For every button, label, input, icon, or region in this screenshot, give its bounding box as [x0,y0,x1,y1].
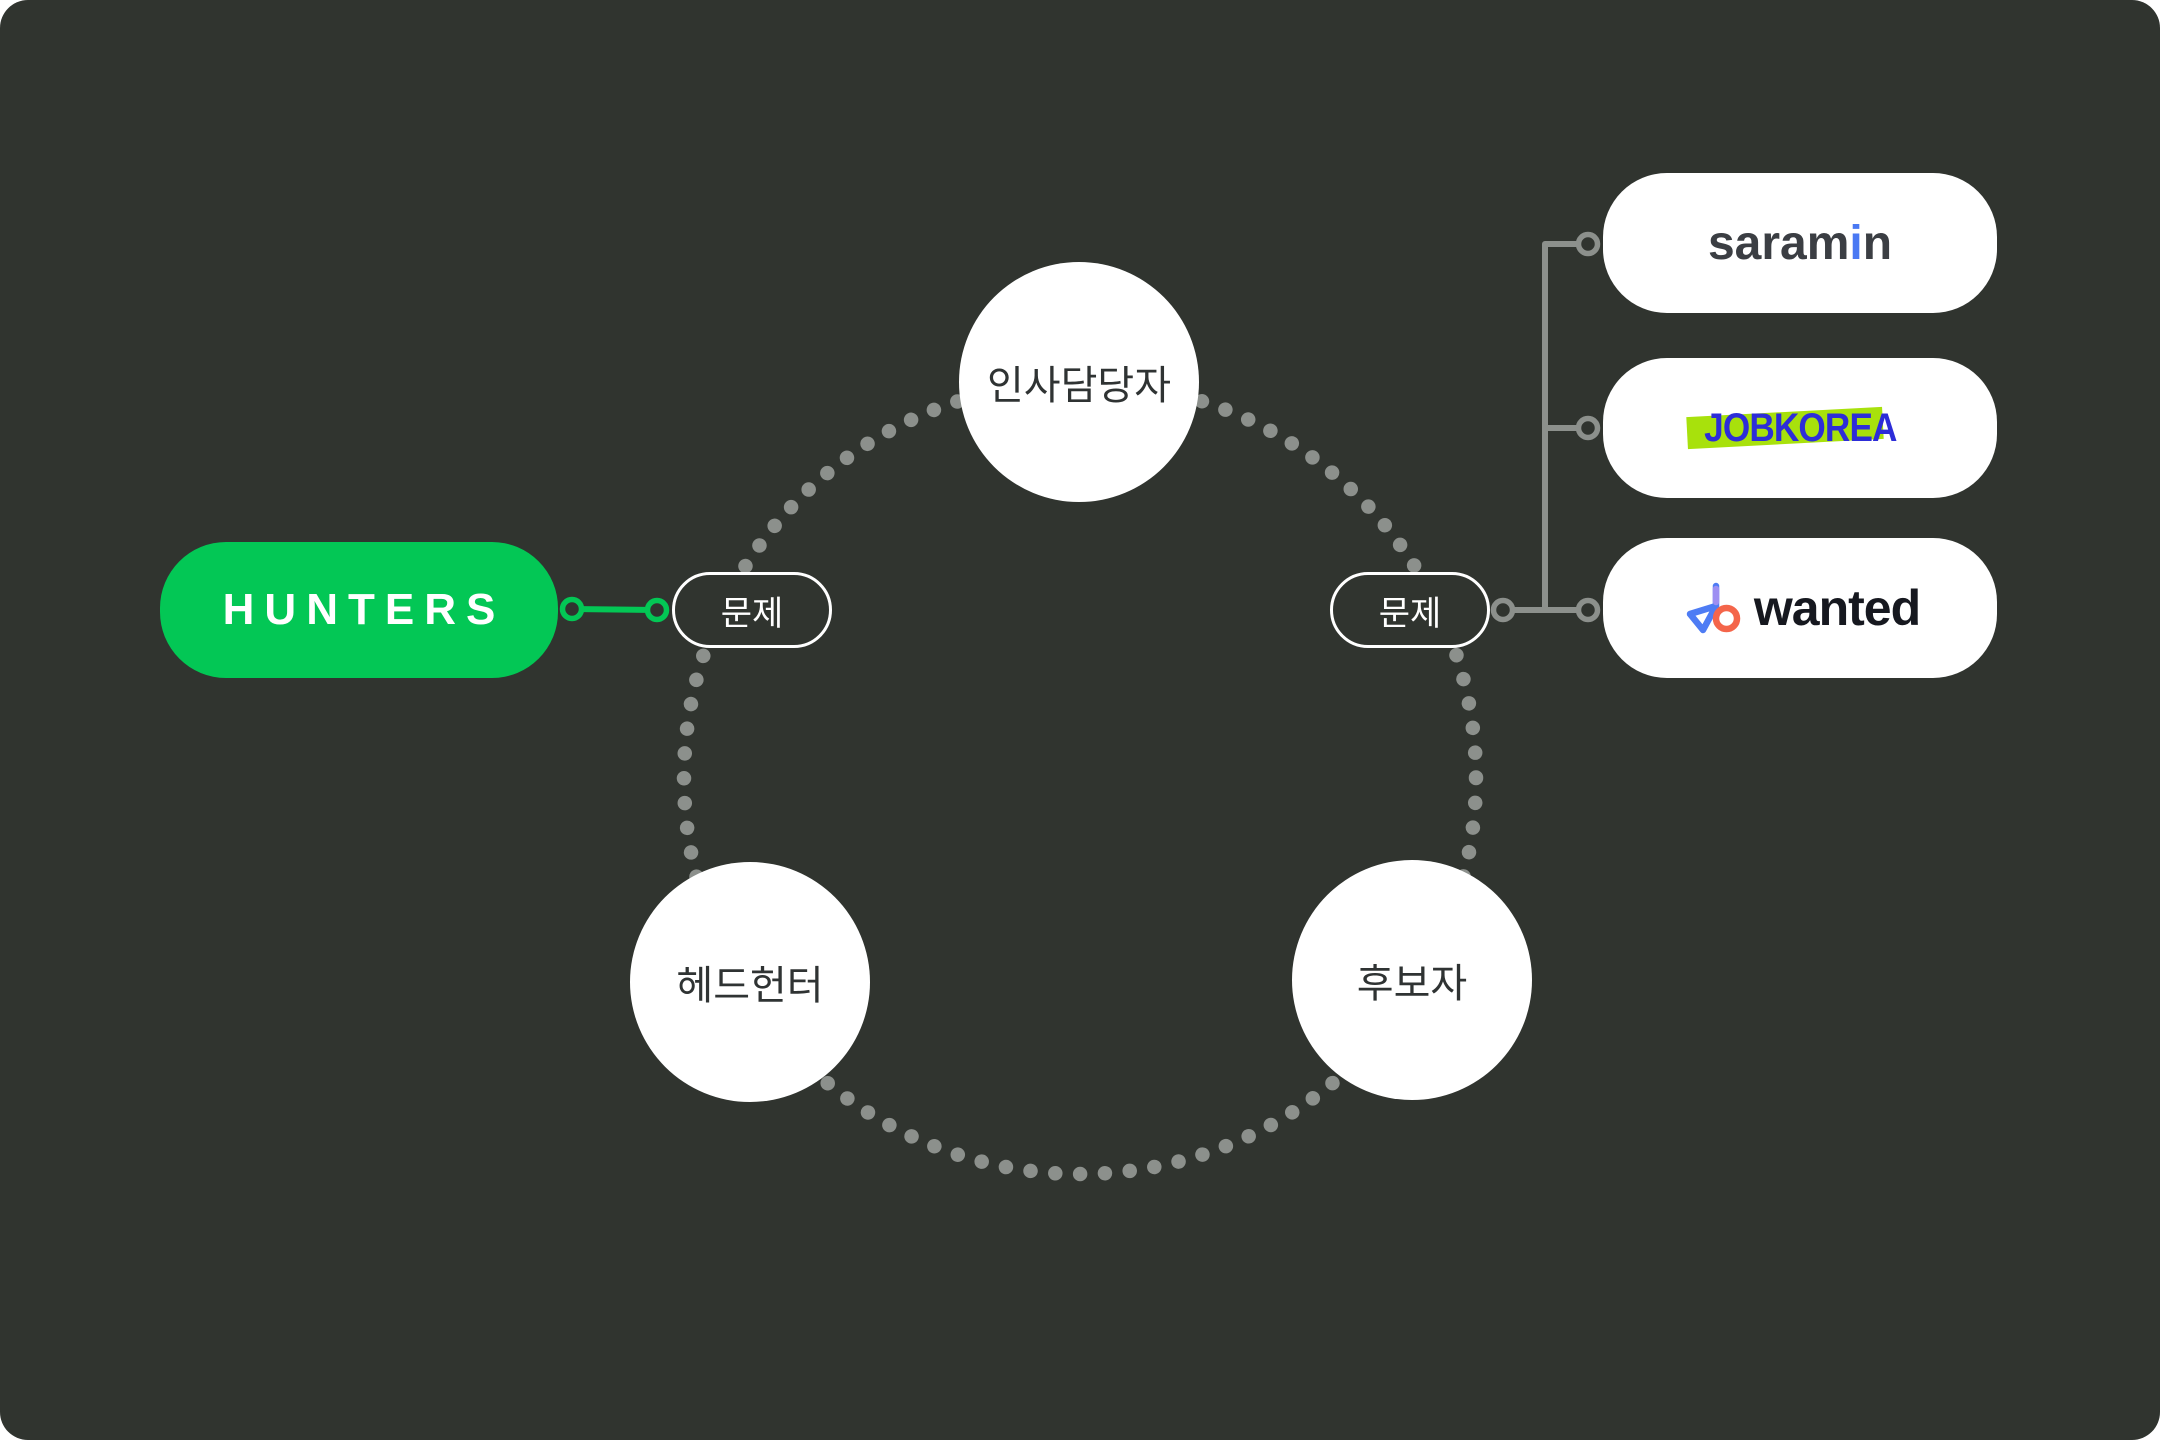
wanted-logo: wanted [1680,576,1921,640]
node-hr-manager: 인사담당자 [959,262,1199,502]
card-wanted: wanted [1603,538,1997,678]
saramin-logo: saramin [1708,216,1892,271]
green-ring-right [644,597,670,623]
node-candidate: 후보자 [1292,860,1532,1100]
green-ring-left [559,596,585,622]
saramin-logo-prefix: saram [1707,216,1850,270]
jobkorea-logo: JOBKOREA [1685,405,1910,451]
green-connector [559,596,670,623]
hunters-button: HUNTERS [160,542,558,678]
saramin-logo-suffix: n [1862,216,1893,270]
card-saramin: saramin [1603,173,1997,313]
node-headhunter: 헤드헌터 [630,862,870,1102]
gray-ring-pill [1490,597,1516,623]
gray-ring-saramin [1575,231,1601,257]
saramin-logo-accent: i [1849,216,1863,270]
card-jobkorea: JOBKOREA [1603,358,1997,498]
jobkorea-logo-text: JOBKOREA [1703,405,1897,450]
wanted-logo-text: wanted [1753,580,1921,636]
problem-pill-left: 문제 [672,572,832,648]
gray-ring-wanted [1575,597,1601,623]
problem-pill-right: 문제 [1330,572,1490,648]
gray-ring-jobkorea [1575,415,1601,441]
gray-connector-tree [1490,231,1601,623]
wanted-mark-icon [1686,582,1741,634]
